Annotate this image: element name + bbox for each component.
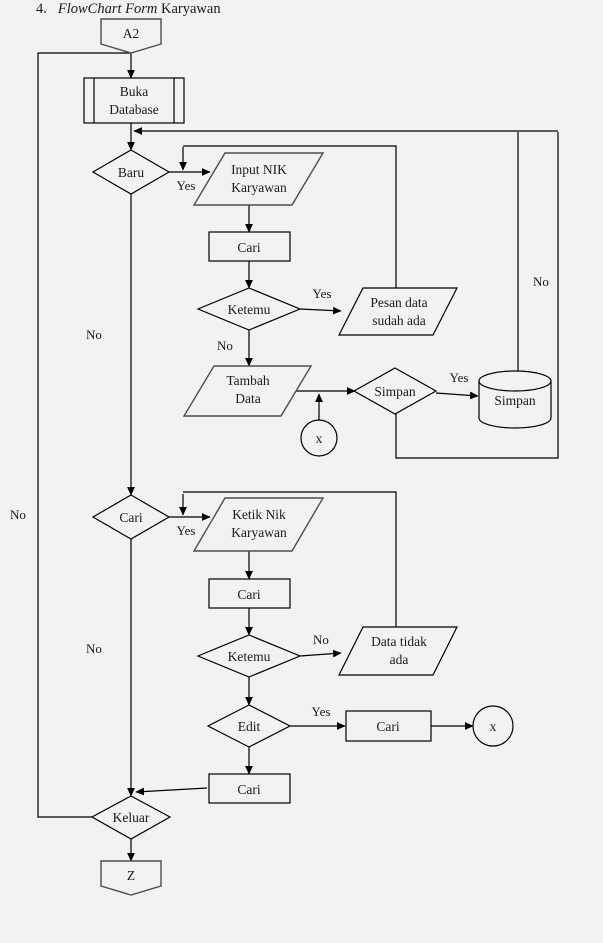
node-buka-database-label-2: Database [109,102,158,117]
node-pesan-data-label-1: Pesan data [370,295,427,310]
node-z[interactable] [100,860,162,896]
node-cari-3[interactable] [345,710,432,742]
node-x-connector-1[interactable] [300,419,338,457]
edge-label-cari-no: No [86,641,102,656]
node-cari-4-label: Cari [237,782,260,797]
title-number: 4. [36,1,47,17]
edge-ketemu2-no [299,649,342,658]
node-cari-3-label: Cari [376,719,399,734]
edge-simpan-yes [435,391,479,400]
node-cari-4[interactable] [208,773,291,804]
edge-keluar-no-return [37,52,131,818]
node-pesan-data-sudah-ada[interactable] [338,287,458,336]
node-tambah-data-label-2: Data [235,391,260,406]
edge-label-layer: Yes No Yes No Yes No Yes No No No Yes [10,178,549,719]
node-data-tidak-ada-label-2: ada [390,652,409,667]
node-ketemu-2-label: Ketemu [228,649,271,664]
node-ketik-nik-label-1: Ketik Nik [232,507,286,522]
node-a2-label: A2 [123,26,140,41]
node-simpan-database-top [478,370,552,392]
edge-label-cari-yes: Yes [177,523,196,538]
node-simpan-database-body [478,380,552,429]
edge-label-simpan-no: No [533,274,549,289]
node-ketemu-2[interactable] [196,634,302,678]
edge-ketemu1-yes [299,306,342,315]
title-italic-part: FlowChart Form [57,1,158,17]
node-simpan-database[interactable] [478,370,552,429]
node-keluar-label: Keluar [113,810,150,825]
page-title: 4. FlowChart Form Karyawan [36,1,221,18]
title-plain-part: Karyawan [161,1,221,17]
node-simpan-decision[interactable] [352,367,438,415]
edge-label-ketemu1-no: No [217,338,233,353]
node-x-connector-2-label: x [490,719,497,734]
node-data-tidak-ada[interactable] [338,626,458,676]
edge-cari4-to-keluar [135,787,208,796]
edge-label-edit-yes: Yes [312,704,331,719]
node-baru-label: Baru [118,165,144,180]
node-ketik-nik-label-2: Karyawan [231,525,287,540]
node-edit-label: Edit [238,719,261,734]
node-tambah-data-label-1: Tambah [226,373,270,388]
node-ketemu-1-label: Ketemu [228,302,271,317]
edge-simpan-no-return [395,132,559,459]
edge-label-ketemu2-no: No [313,632,329,647]
node-cari-decision-label: Cari [119,510,142,525]
node-a2[interactable] [100,18,162,54]
connector-layer [37,52,559,862]
edge-label-baru-yes: Yes [177,178,196,193]
node-tambah-data[interactable] [182,365,313,417]
node-input-nik-karyawan[interactable] [192,152,325,206]
node-simpan-decision-label: Simpan [374,384,416,399]
node-x-connector-1-label: x [316,431,323,446]
node-cari-1[interactable] [208,231,291,262]
edge-label-baru-no: No [86,327,102,342]
node-cari-2[interactable] [208,578,291,609]
node-cari-decision[interactable] [91,494,171,540]
node-keluar[interactable] [90,795,172,840]
node-buka-database[interactable] [83,77,185,124]
node-layer: A2 Buka Database Baru Input NIK Karyawan… [83,18,552,896]
edge-label-simpan-yes: Yes [450,370,469,385]
node-cari-2-label: Cari [237,587,260,602]
node-ketemu-1[interactable] [196,287,302,331]
edge-pesan-data-feedback [183,145,397,288]
edge-data-tidak-ada-feedback [183,491,397,627]
node-x-connector-2[interactable] [472,705,514,747]
node-cari-1-label: Cari [237,240,260,255]
node-data-tidak-ada-label-1: Data tidak [371,634,427,649]
node-ketik-nik-karyawan[interactable] [192,497,325,552]
node-buka-database-label-1: Buka [120,84,149,99]
node-z-label: Z [127,868,135,883]
node-edit[interactable] [206,704,292,748]
node-input-nik-label-2: Karyawan [231,180,287,195]
node-simpan-database-label: Simpan [494,393,536,408]
edge-label-ketemu1-yes: Yes [313,286,332,301]
node-baru[interactable] [91,149,171,195]
node-input-nik-label-1: Input NIK [231,162,287,177]
edge-label-keluar-no: No [10,507,26,522]
node-pesan-data-label-2: sudah ada [372,313,426,328]
